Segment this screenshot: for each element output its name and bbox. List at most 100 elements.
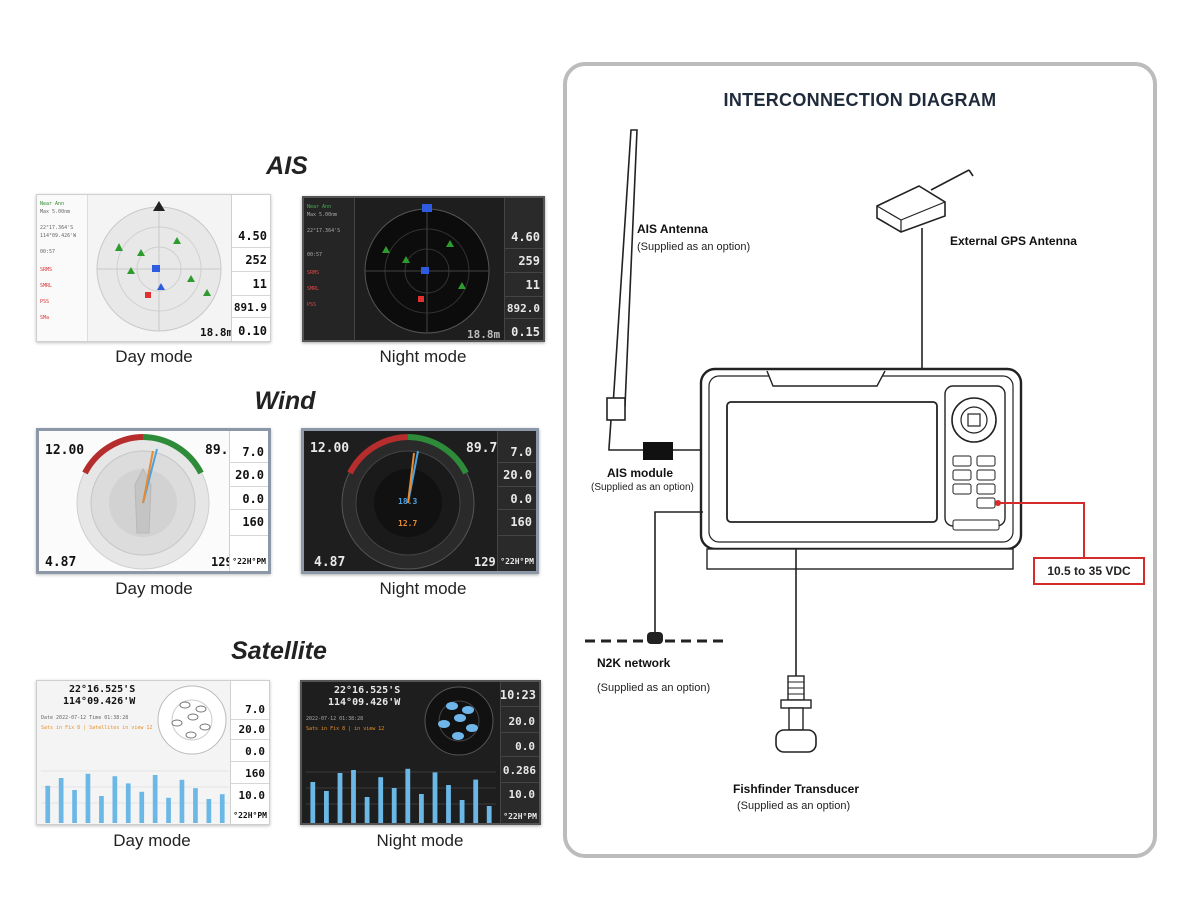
interconnection-diagram: INTERCONNECTION DIAGRAM	[563, 62, 1157, 858]
sat-day-r3: 0.0	[245, 745, 265, 758]
signal-bar	[432, 772, 438, 823]
n2k-tee-icon	[647, 632, 663, 644]
sat-night-time: 10:23	[499, 688, 536, 702]
section-title-wind: Wind	[254, 387, 316, 415]
ais-day-v3: 11	[252, 277, 267, 291]
wind-day-r2: 20.0	[235, 468, 264, 482]
ais-night-v4: 892.0	[506, 302, 540, 315]
signal-bar	[206, 799, 212, 823]
signal-bar	[58, 778, 64, 823]
signal-bar	[486, 806, 492, 823]
ais-day-v5: 0.10	[238, 324, 267, 338]
signal-bar	[446, 785, 451, 823]
wind-day-tr: 89.7	[205, 443, 237, 458]
ais-module-label: AIS module	[607, 466, 674, 480]
signal-bar	[364, 797, 370, 823]
signal-bar	[378, 777, 384, 823]
wind-day-r3: 0.0	[242, 492, 264, 506]
power-label: 10.5 to 35 VDC	[1033, 557, 1145, 585]
signal-bar	[391, 788, 397, 823]
wind-night-r2: 20.0	[503, 468, 532, 482]
signal-bar	[139, 791, 145, 823]
sat-night-lon: 114°09.426'W	[328, 697, 401, 708]
ais-module-sub: (Supplied as an option)	[591, 482, 694, 493]
ais-antenna-label: AIS Antenna	[637, 222, 708, 236]
wind-day-r4: 160	[242, 515, 264, 529]
wind-day-r1: 7.0	[242, 445, 264, 459]
wind-night-c2: 12.7	[398, 519, 418, 528]
ais-night-screen: Near Ann Max 5.00nm 22°17.364'S 00:57 SR…	[302, 196, 545, 342]
sat-day-r1: 7.0	[245, 703, 265, 716]
ais-day-caption: Day mode	[115, 347, 193, 366]
transducer-label: Fishfinder Transducer	[733, 782, 860, 796]
signal-bar	[310, 782, 316, 823]
sat-night-r4: 10.0	[508, 788, 536, 801]
ais-day-v4: 891.9	[233, 301, 267, 314]
signal-bar	[459, 800, 465, 823]
ais-module-icon	[643, 442, 673, 460]
signal-bar	[337, 773, 343, 823]
sat-night-r1: 20.0	[508, 715, 536, 728]
ais-night-range: 18.8m	[467, 328, 501, 341]
signal-bar	[193, 788, 198, 823]
signal-bar	[351, 770, 356, 823]
signal-bar	[45, 785, 51, 823]
ais-night-caption: Night mode	[379, 347, 467, 366]
satellite-night-caption: Night mode	[376, 831, 464, 850]
wind-day-caption: Day mode	[115, 579, 193, 598]
signal-bar	[324, 791, 329, 823]
diagram-drawing	[585, 129, 1085, 753]
ais-night-left-list: Near Ann Max 5.00nm 22°17.364'S 00:57 SR…	[304, 198, 355, 340]
signal-bar	[166, 797, 171, 823]
ais-day-range: 18.8m	[200, 326, 234, 339]
sat-day-lon: 114°09.426'W	[63, 696, 136, 707]
transducer-sub: (Supplied as an option)	[737, 800, 851, 812]
satellite-day-screen: 22°16.525'S 114°09.426'W Date 2022-07-12…	[36, 680, 270, 825]
signal-bar	[152, 775, 158, 823]
wind-day-bl: 4.87	[45, 555, 77, 570]
sat-day-r5: 10.0	[238, 789, 266, 802]
signal-bar	[85, 773, 91, 823]
wind-day-side: 7.0 20.0 0.0 160 °22H°PM	[229, 431, 268, 571]
wind-night-bl: 4.87	[314, 555, 346, 570]
diagram-title: INTERCONNECTION DIAGRAM	[723, 90, 997, 110]
wind-night-r4: 160	[510, 515, 532, 529]
wind-night-c1: 18.3	[398, 497, 418, 506]
n2k-label: N2K network	[597, 656, 671, 670]
ais-day-v1: 4.50	[238, 229, 267, 243]
ais-night-side: 4.60 259 11 892.0 0.15	[504, 198, 543, 340]
sat-day-r6: °22H°PM	[233, 811, 267, 820]
signal-bar	[419, 794, 424, 823]
wind-night-side: 7.0 20.0 0.0 160 °22H°PM	[497, 431, 536, 571]
wind-night-screen: 18.3 12.7 12.00 89.7 4.87 129 7.0 20.0 0…	[301, 428, 539, 574]
sat-day-r2: 20.0	[238, 723, 266, 736]
section-title-satellite: Satellite	[231, 637, 327, 665]
ais-day-v2: 252	[245, 253, 267, 267]
display-unit-icon	[699, 367, 1023, 570]
satellite-day-caption: Day mode	[113, 831, 191, 850]
wind-night-r1: 7.0	[510, 445, 532, 459]
wind-day-tl: 12.00	[45, 443, 85, 458]
wind-gauge-night	[341, 434, 475, 570]
sat-night-side: 10:23 20.0 0.0 0.286 10.0 °22H°PM	[500, 682, 539, 823]
ais-night-v1: 4.60	[511, 230, 540, 244]
wind-gauge-day	[76, 434, 210, 570]
signal-bar	[99, 796, 104, 823]
signal-bar	[125, 783, 131, 823]
sat-night-r2: 0.0	[515, 740, 535, 753]
signal-bar	[473, 779, 479, 823]
wind-day-screen: 12.00 89.7 4.87 129 7.0 20.0 0.0 160 °22…	[36, 428, 271, 574]
sat-day-side: 7.0 20.0 0.0 160 10.0 °22H°PM	[230, 681, 269, 824]
signal-bar	[72, 790, 77, 823]
wind-night-caption: Night mode	[379, 579, 467, 598]
signal-bar	[405, 768, 411, 823]
ais-radar-night	[364, 204, 490, 334]
wind-night-tr: 89.7	[466, 441, 498, 456]
wind-day-r5: °22H°PM	[232, 557, 266, 566]
transducer-icon	[775, 675, 817, 753]
ais-night-v5: 0.15	[511, 325, 540, 339]
sat-day-r4: 160	[245, 767, 265, 780]
ais-antenna-sub: (Supplied as an option)	[637, 241, 751, 253]
wind-night-r5: °22H°PM	[500, 557, 534, 566]
ais-day-side: 4.50 252 11 891.9 0.10	[231, 195, 270, 341]
